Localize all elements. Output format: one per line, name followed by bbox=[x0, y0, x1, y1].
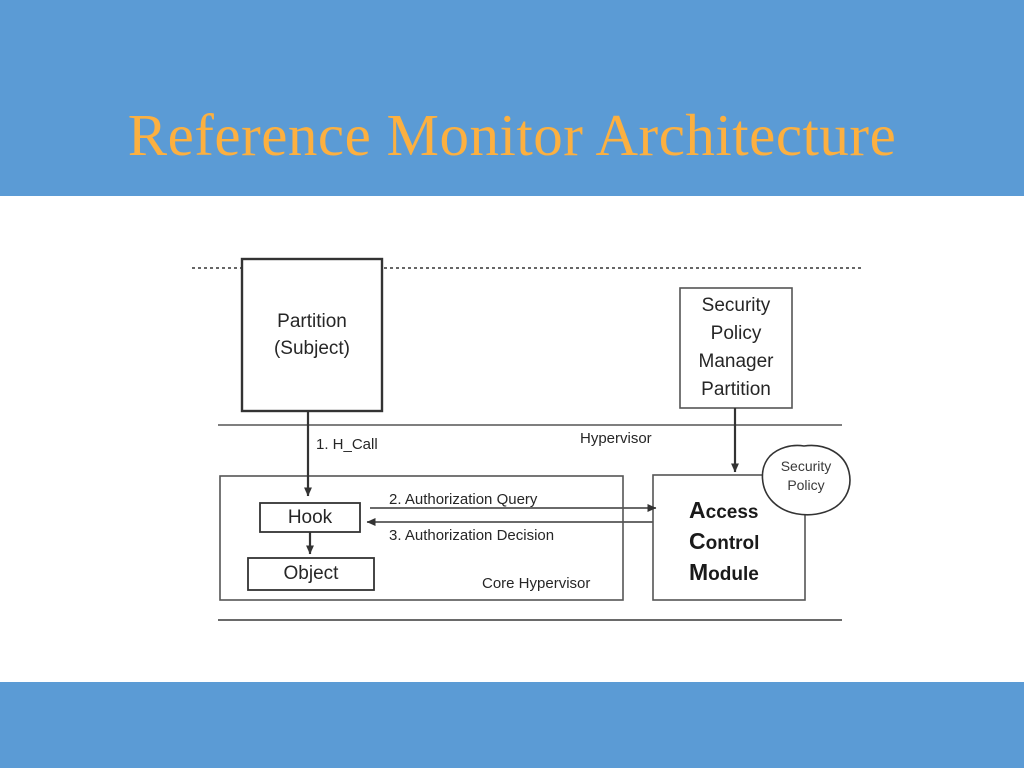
acm-cap-m: M bbox=[689, 559, 709, 585]
authorization-query-label: 2. Authorization Query bbox=[389, 491, 538, 508]
hypervisor-zone-label: Hypervisor bbox=[580, 430, 652, 447]
acm-line-module: Module bbox=[689, 558, 759, 589]
spm-line1: Security bbox=[701, 295, 771, 316]
acm-cap-c: C bbox=[689, 528, 706, 554]
partition-subject-box bbox=[240, 257, 384, 413]
authorization-decision-label: 3. Authorization Decision bbox=[389, 527, 555, 544]
acm-cap-a: A bbox=[689, 497, 706, 523]
spm-line4: Partition bbox=[701, 379, 771, 400]
acm-line-control: Control bbox=[689, 527, 759, 558]
diagram-svg bbox=[192, 257, 862, 621]
security-policy-line1: Security bbox=[780, 458, 832, 474]
core-hypervisor-label: Core Hypervisor bbox=[482, 575, 591, 592]
acm-rest-ontrol: ontrol bbox=[705, 533, 760, 554]
security-policy-manager-partition-label: Security Policy Manager Partition bbox=[680, 292, 792, 404]
security-policy-oval bbox=[761, 444, 851, 516]
partition-subject-line1: Partition bbox=[277, 311, 347, 332]
reference-monitor-diagram: Partition (Subject) Security Policy Mana… bbox=[0, 196, 1024, 682]
security-policy-oval-label: Security Policy bbox=[760, 457, 852, 495]
partition-subject-label: Partition (Subject) bbox=[242, 308, 382, 362]
footer-band bbox=[0, 682, 1024, 768]
hook-label: Hook bbox=[287, 507, 333, 528]
object-label: Object bbox=[283, 563, 339, 584]
hook-box bbox=[259, 502, 361, 533]
acm-rest-ccess: ccess bbox=[705, 502, 759, 523]
spm-line2: Policy bbox=[710, 323, 762, 344]
acm-line-access: Access bbox=[689, 496, 759, 527]
object-box bbox=[247, 557, 375, 591]
spm-line3: Manager bbox=[698, 351, 774, 372]
partition-subject-line2: (Subject) bbox=[273, 338, 351, 359]
acm-rest-odule: odule bbox=[708, 564, 759, 585]
page-title: Reference Monitor Architecture bbox=[127, 102, 897, 168]
security-policy-line2: Policy bbox=[787, 477, 825, 493]
h-call-label: 1. H_Call bbox=[316, 436, 378, 453]
header-band bbox=[0, 0, 1024, 196]
access-control-module-label: Access Control Module bbox=[689, 496, 759, 589]
